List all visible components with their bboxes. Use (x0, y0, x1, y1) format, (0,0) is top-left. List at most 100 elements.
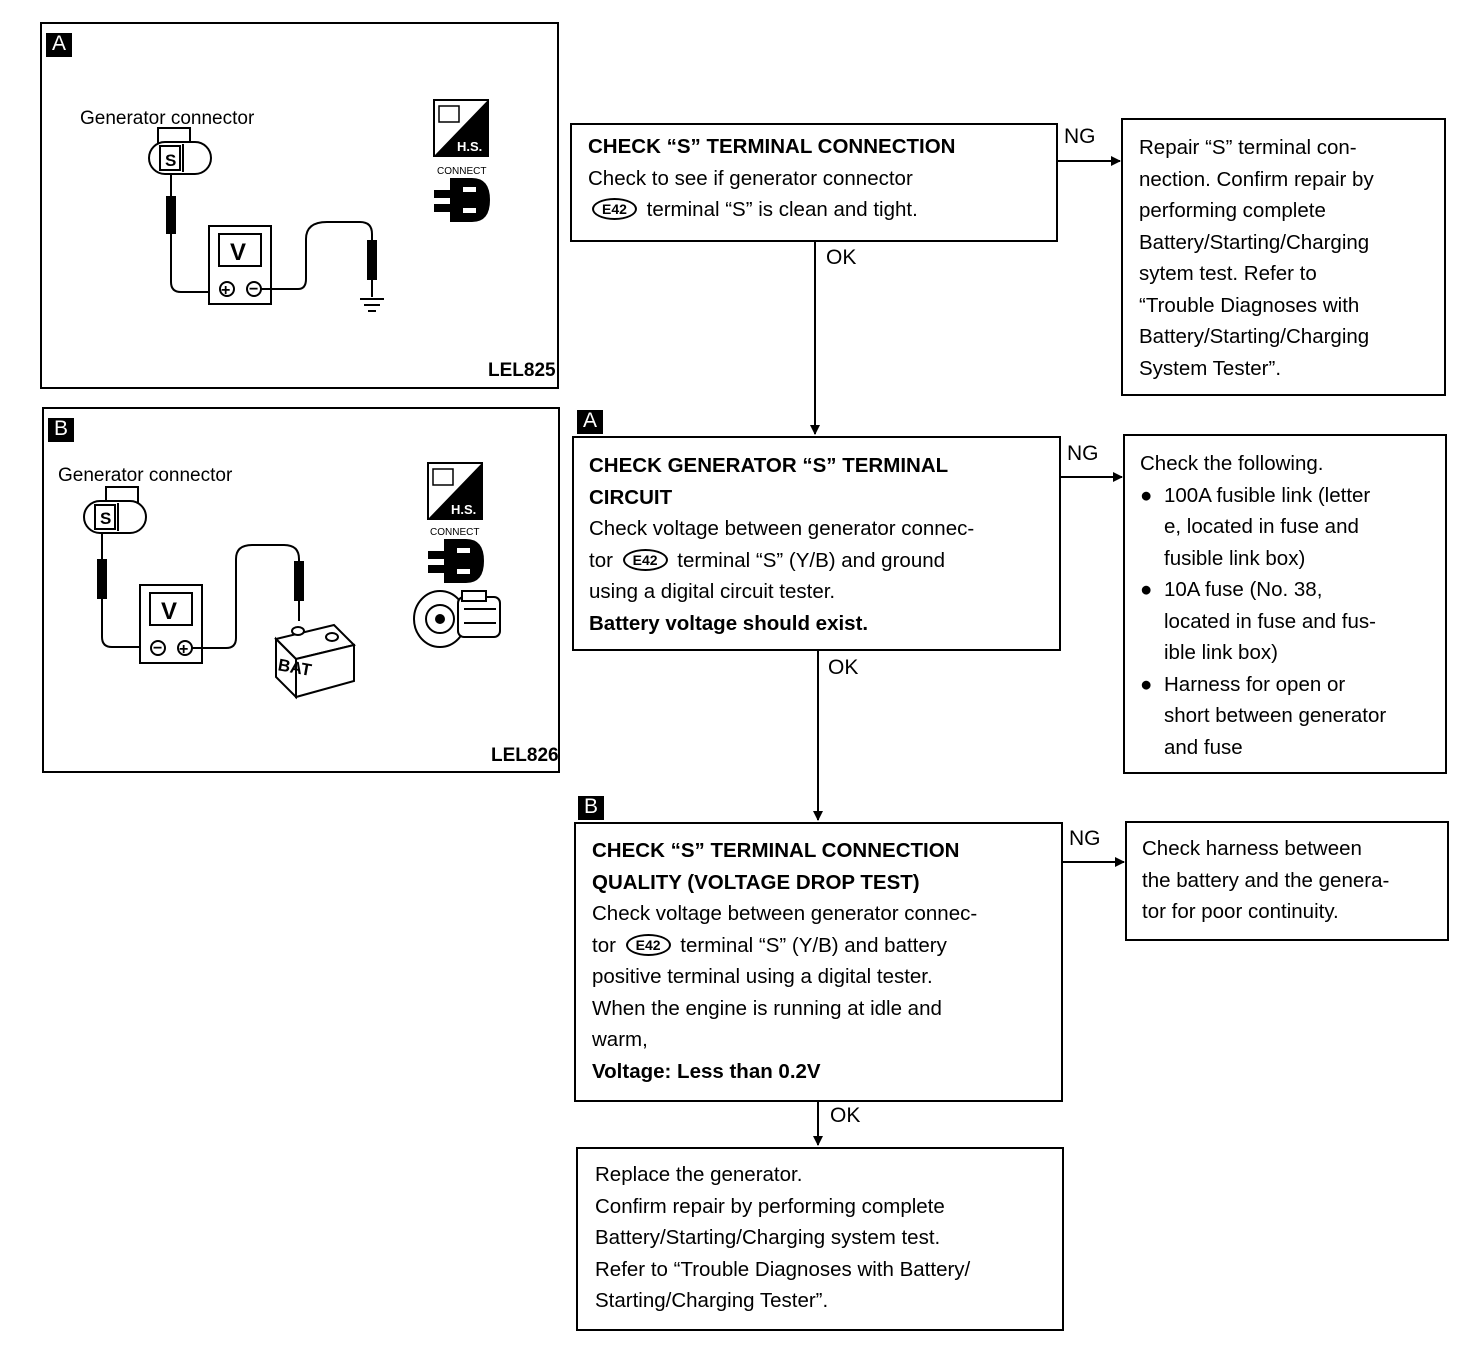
step2-post-text: terminal “S” (Y/B) and ground (677, 548, 946, 572)
figure-a-minus-sign: − (249, 281, 258, 298)
step2-ng-intro: Check the following. (1140, 452, 1324, 475)
step2-line3: using a digital circuit tester. (589, 580, 836, 603)
step2-result: Battery voltage should exist. (589, 611, 869, 635)
ok-label-2: OK (828, 656, 859, 679)
step3-title-line: CHECK “S” TERMINAL CONNECTION (592, 839, 960, 862)
step2-ng-line: fusible link box) (1164, 546, 1306, 570)
step1-line1: Check to see if generator connector (588, 166, 913, 190)
generator-icon (413, 590, 501, 648)
figure-a-pin-label: S (165, 151, 176, 170)
figure-b-wiring-diagram: S V − + BAT H.S. (83, 462, 501, 700)
step2-check-box: CHECK GENERATOR “S” TERMINAL CIRCUIT Che… (572, 436, 1061, 651)
figure-a-plus-sign: + (221, 282, 230, 299)
step3-line3: positive terminal using a digital tester… (592, 965, 933, 988)
step3-line5: warm, (592, 1028, 648, 1051)
step3-ng-line: tor for poor continuity. (1142, 900, 1339, 923)
figure-b-minus-sign: − (153, 640, 162, 657)
step1-ng-line: System Tester”. (1139, 356, 1282, 380)
step2-ng-bullet: 100A fusible link (letter (1140, 480, 1445, 512)
connector-e42-icon: E42 (592, 198, 637, 220)
step1-line2: E42 terminal “S” is clean and tight. (588, 194, 1056, 226)
connect-plug-icon (434, 178, 490, 222)
step2-ng-line: e, located in fuse and (1164, 515, 1359, 538)
step3-ng-box: Check harness between the battery and th… (1125, 821, 1449, 941)
figure-b-code: LEL826 (491, 745, 559, 766)
step3-line4: When the engine is running at idle and (592, 996, 942, 1020)
hs-harness-icon: H.S. (427, 462, 483, 520)
final-action-box: Replace the generator. Confirm repair by… (576, 1147, 1064, 1331)
probe-icon (97, 559, 107, 599)
step2-title-line: CHECK GENERATOR “S” TERMINAL (589, 454, 949, 477)
figure-b-tag: B (48, 418, 74, 442)
battery-icon: BAT (274, 623, 356, 700)
figure-a-connect-label: CONNECT (437, 166, 486, 177)
figure-b-pin-label: S (100, 509, 111, 528)
step2-line1: Check voltage between generator connec- (589, 517, 975, 540)
step3-title-line: QUALITY (VOLTAGE DROP TEST) (592, 870, 920, 894)
figure-b-hs-label: H.S. (451, 502, 476, 517)
connector-e42-icon: E42 (622, 548, 668, 571)
final-line: Replace the generator. (595, 1163, 803, 1186)
ok-label-1: OK (826, 246, 857, 269)
step1-ng-line: Repair “S” terminal con- (1139, 136, 1357, 159)
step3-pre-text: tor (592, 933, 616, 957)
ground-symbol-icon (360, 298, 384, 312)
figure-b-meter-label: V (161, 598, 177, 625)
step3-line1: Check voltage between generator connec- (592, 902, 978, 925)
step2-ng-box: Check the following. 100A fusible link (… (1123, 434, 1447, 774)
step1-ng-line: nection. Confirm repair by (1139, 167, 1374, 191)
generator-connector-icon: S (83, 486, 147, 534)
step2-pre-text: tor (589, 548, 613, 572)
figure-a: A Generator connector LEL825 S V + − (40, 22, 559, 389)
ng-label-2: NG (1067, 442, 1099, 465)
step1-title: CHECK “S” TERMINAL CONNECTION (588, 135, 956, 158)
step3-tag: B (578, 796, 604, 820)
final-line: Refer to “Trouble Diagnoses with Battery… (595, 1257, 971, 1281)
step1-ng-line: Battery/Starting/Charging (1139, 230, 1370, 254)
ground-probe-icon (367, 240, 377, 280)
ng-label-1: NG (1064, 125, 1096, 148)
step1-check-box: CHECK “S” TERMINAL CONNECTION Check to s… (570, 123, 1058, 242)
figure-b-plus-sign: + (179, 641, 188, 658)
step3-post-text: terminal “S” (Y/B) and battery (680, 933, 947, 957)
step2-ng-bullet: Harness for open or (1140, 669, 1445, 701)
step1-ng-line: “Trouble Diagnoses with (1139, 293, 1360, 317)
step2-title-line: CIRCUIT (589, 485, 673, 509)
step2-ng-bullet: 10A fuse (No. 38, (1140, 574, 1445, 606)
final-line: Confirm repair by performing complete (595, 1194, 945, 1218)
step2-ng-line: and fuse (1164, 735, 1243, 759)
voltmeter-icon: V + − (208, 225, 272, 305)
ng-label-3: NG (1069, 827, 1101, 850)
step1-ng-line: Battery/Starting/Charging (1139, 325, 1370, 348)
battery-probe-icon (294, 561, 304, 601)
step3-ng-line: the battery and the genera- (1142, 868, 1390, 892)
step1-ng-box: Repair “S” terminal con- nection. Confir… (1121, 118, 1446, 396)
step2-ng-line: ible link box) (1164, 641, 1278, 664)
figure-a-hs-label: H.S. (457, 139, 482, 154)
step2-tag: A (577, 410, 603, 434)
step2-ng-line: located in fuse and fus- (1164, 609, 1376, 633)
step2-line2: tor E42 terminal “S” (Y/B) and ground (589, 545, 1059, 577)
hs-harness-icon: H.S. (433, 99, 489, 157)
probe-icon (166, 196, 176, 234)
voltmeter-icon: V − + (139, 584, 203, 664)
figure-a-code: LEL825 (488, 360, 556, 381)
figure-b: B Generator connector LEL826 S V − + (42, 407, 560, 773)
step1-ng-line: performing complete (1139, 199, 1326, 222)
final-line: Starting/Charging Tester”. (595, 1289, 829, 1312)
figure-a-wiring-diagram: S V + − H.S. CONN (148, 99, 490, 312)
step3-result: Voltage: Less than 0.2V (592, 1059, 821, 1083)
figure-b-connector-label: Generator connector (58, 465, 233, 486)
step1-ng-line: sytem test. Refer to (1139, 262, 1317, 285)
step2-ng-line: short between generator (1164, 704, 1387, 727)
final-line: Battery/Starting/Charging system test. (595, 1226, 941, 1249)
generator-connector-icon: S (148, 127, 212, 175)
figure-b-connect-label: CONNECT (430, 527, 479, 538)
step3-ng-line: Check harness between (1142, 837, 1362, 860)
figure-a-connector-label: Generator connector (80, 108, 255, 129)
ok-label-3: OK (830, 1104, 861, 1127)
step3-check-box: CHECK “S” TERMINAL CONNECTION QUALITY (V… (574, 822, 1063, 1102)
step3-line2: tor E42 terminal “S” (Y/B) and battery (592, 930, 1061, 962)
figure-a-meter-label: V (230, 239, 246, 266)
